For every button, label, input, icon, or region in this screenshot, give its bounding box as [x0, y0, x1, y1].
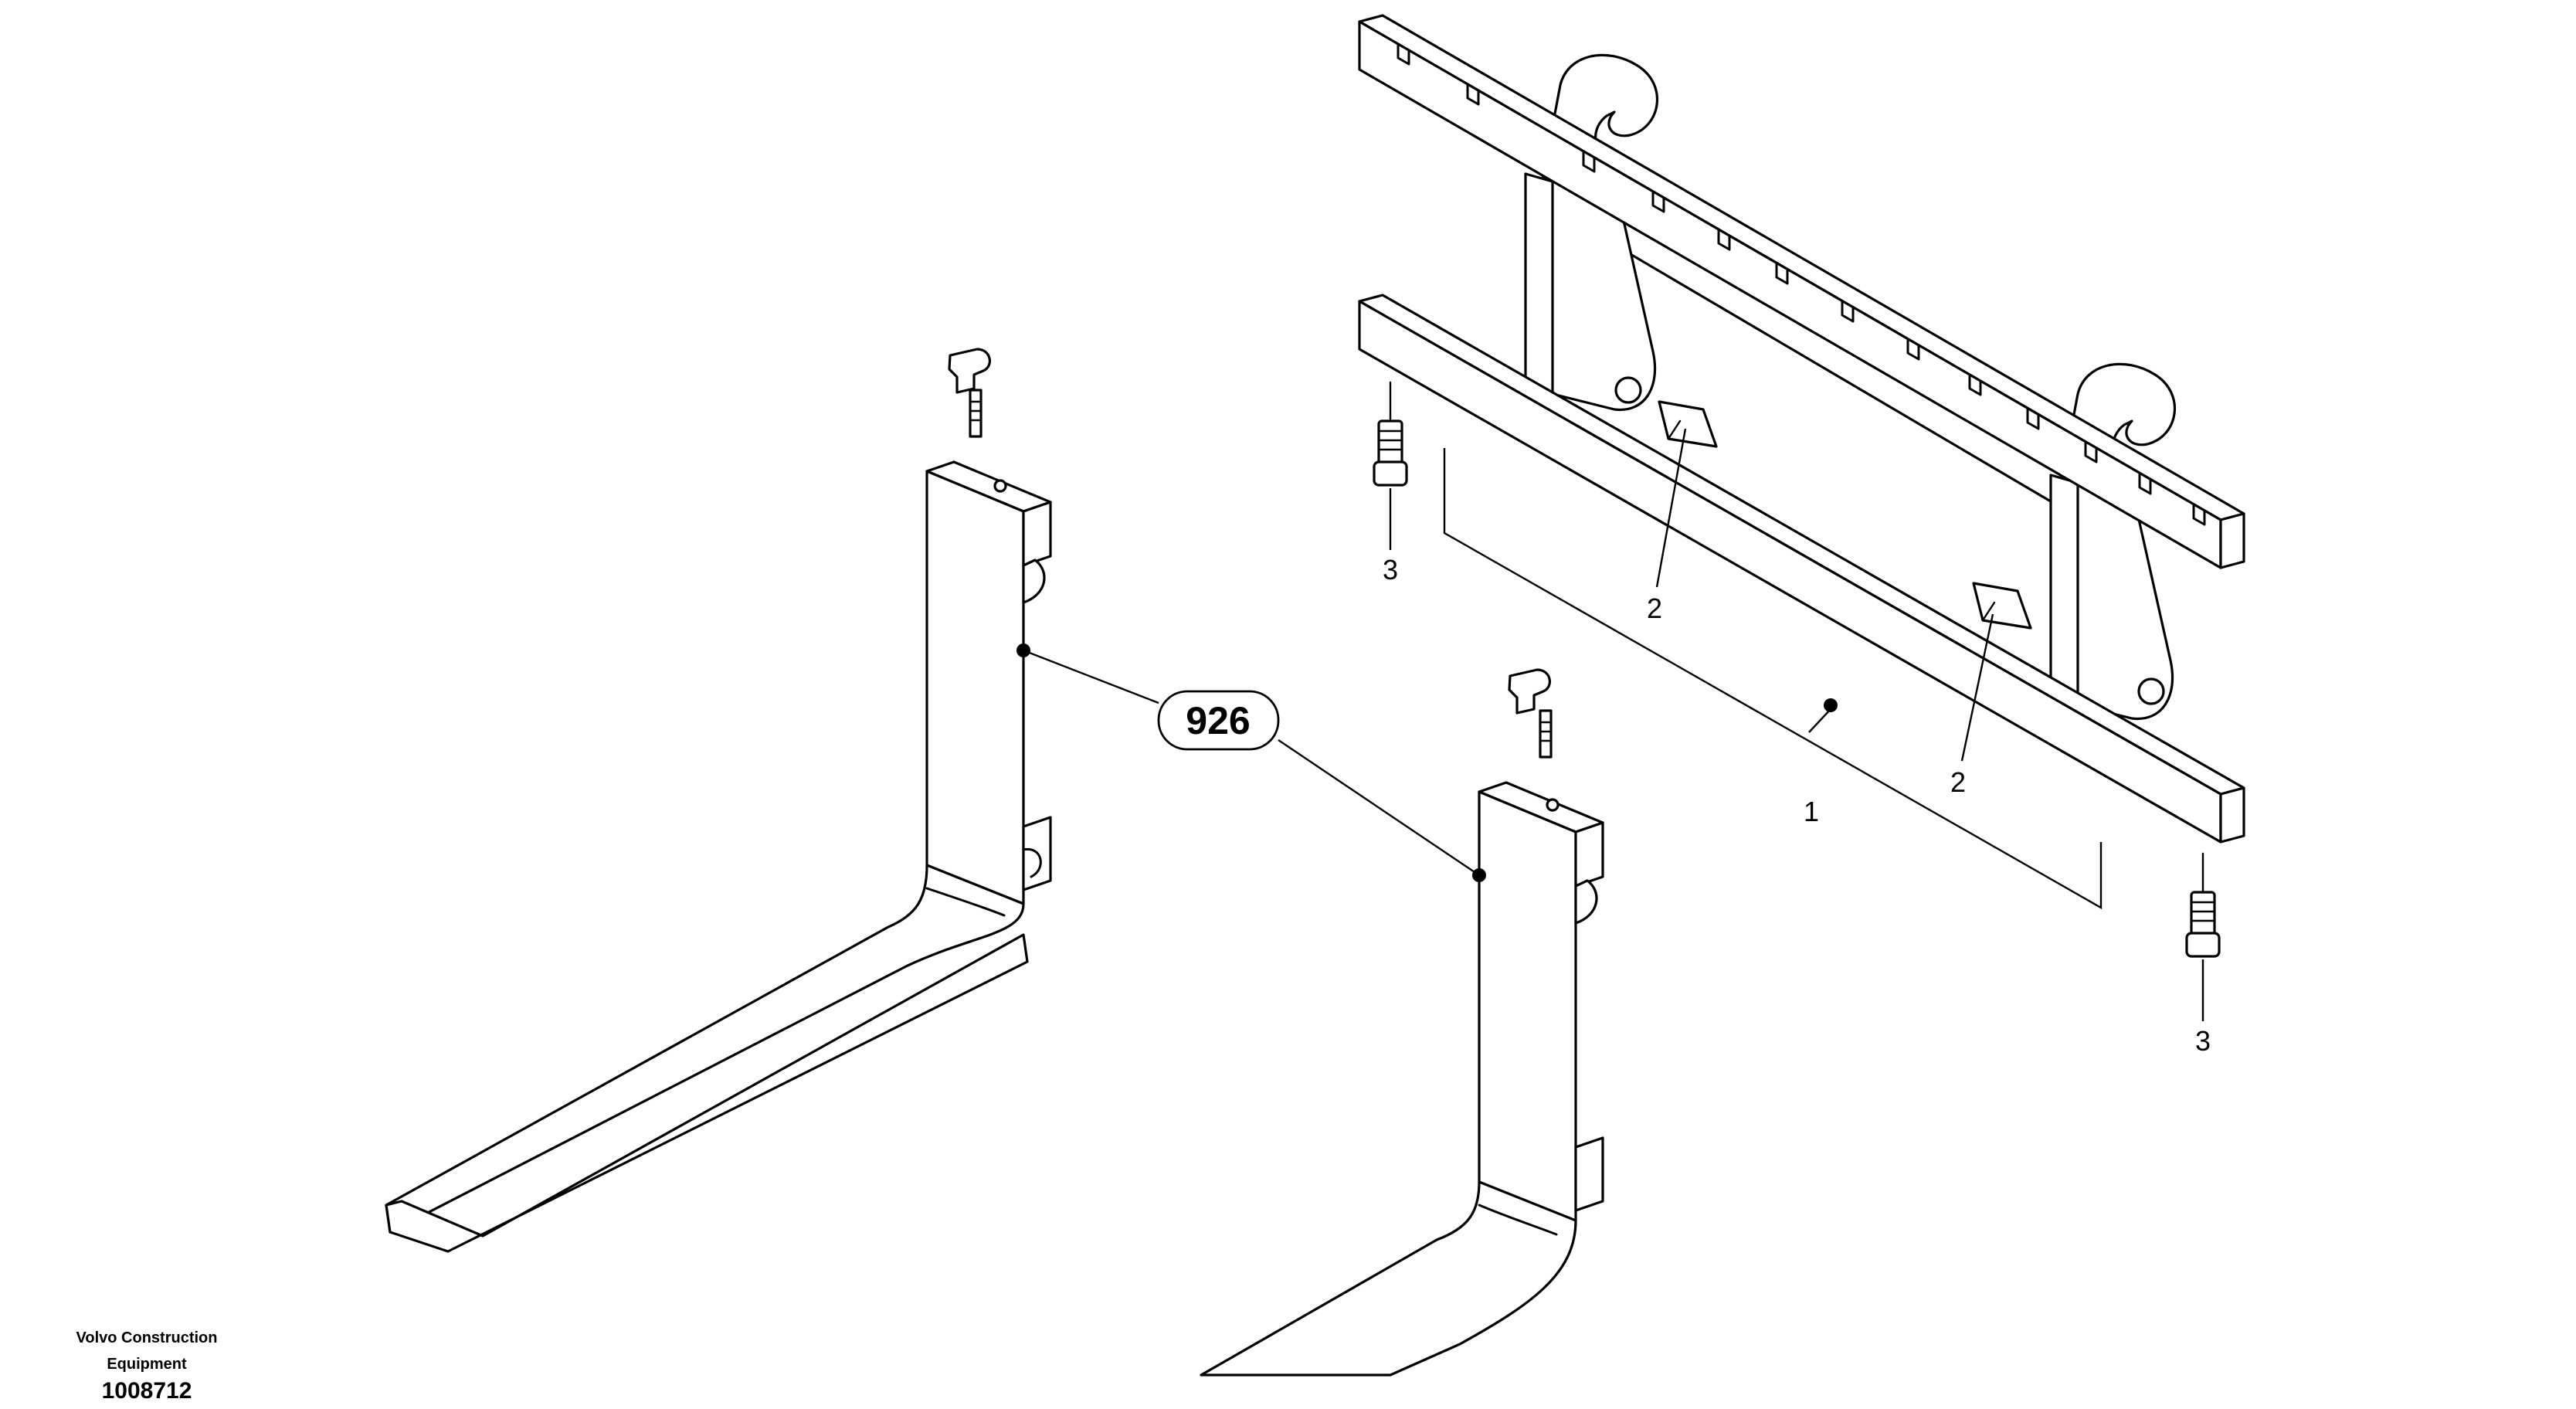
callout-2-lower: 2 — [1950, 766, 1966, 798]
drawing-number: 1008712 — [101, 1378, 192, 1404]
fork-left — [385, 348, 1052, 1253]
left-pin-hole — [1614, 376, 1642, 404]
leader-926-fork-left — [1023, 649, 1159, 704]
callout-926-label: 926 — [1186, 699, 1250, 742]
leader-926-fork-right — [1278, 739, 1480, 876]
bolt-right — [2185, 852, 2221, 958]
wear-pad-lower — [1972, 582, 2032, 630]
callout-1: 1 — [1804, 796, 1819, 827]
callout-3-left: 3 — [1383, 554, 1398, 586]
leader-pad-upper — [1655, 428, 1687, 588]
company-name-line2: Equipment — [107, 1356, 187, 1373]
bolt-left — [1373, 381, 1408, 487]
top-rail — [1358, 14, 2245, 569]
bottom-rail — [1358, 294, 2245, 844]
left-vertical-post — [1524, 172, 1554, 399]
right-vertical-post — [2049, 474, 2079, 701]
fork-left-lock-pin — [948, 348, 991, 438]
leader-pad-lower — [1960, 613, 1994, 762]
callout-926: 926 — [1157, 690, 1280, 751]
attachment-frame — [1358, 14, 2245, 844]
fork-right-lock-pin — [1508, 668, 1553, 759]
company-name-line1: Volvo Construction — [76, 1329, 218, 1346]
bracket-item-1 — [1443, 448, 2103, 910]
callout-3-right: 3 — [2195, 1025, 2211, 1057]
fork-right — [1200, 668, 1604, 1377]
wear-pad-upper — [1658, 400, 1718, 448]
callout-2-upper: 2 — [1647, 592, 1662, 624]
right-pin-hole — [2137, 677, 2165, 705]
rail-notches — [1397, 42, 2206, 526]
drawing-footer: Volvo Construction Equipment 1008712 — [31, 1325, 263, 1405]
